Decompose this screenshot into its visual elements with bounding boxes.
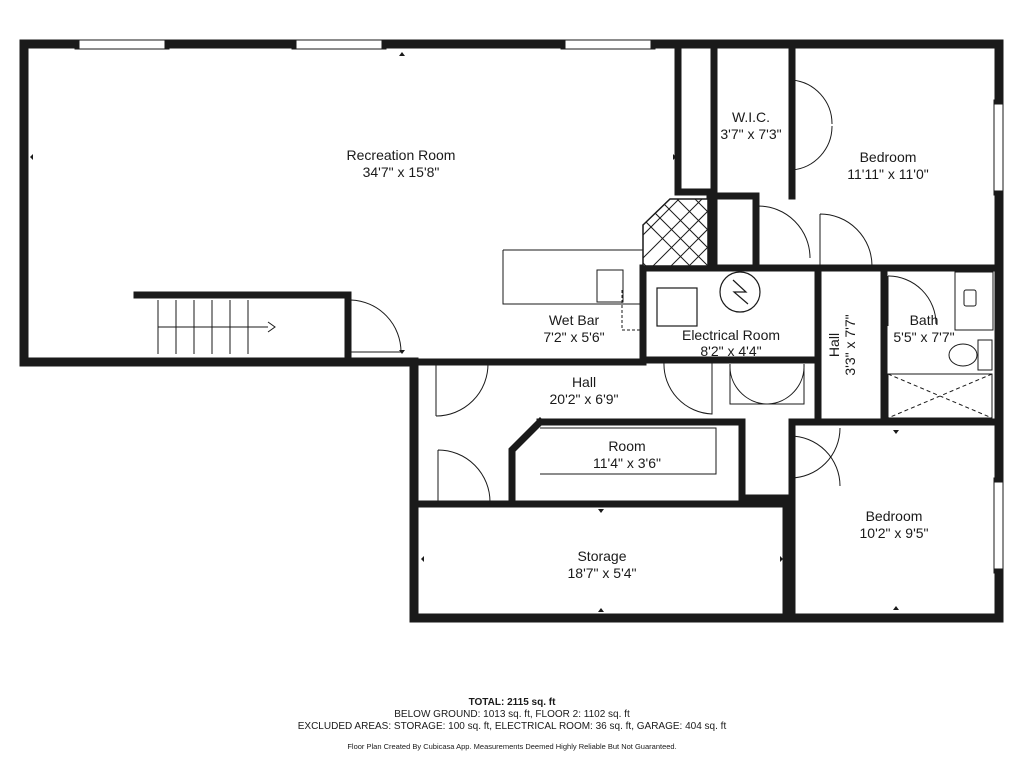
bath-fixtures (887, 271, 994, 419)
room-name: Bedroom (860, 149, 917, 165)
room-dims: 34'7" x 15'8" (363, 164, 440, 180)
walls (19, 39, 1004, 623)
room-dims: 11'4" x 3'6" (593, 455, 661, 471)
room-dims: 7'2" x 5'6" (543, 329, 604, 345)
room-dims: 11'11" x 11'0" (847, 166, 928, 182)
room-name: Wet Bar (549, 312, 600, 328)
room-name: Bath (910, 312, 939, 328)
room-dims: 3'3" x 7'7" (842, 314, 858, 375)
exterior-wall (19, 39, 1004, 623)
windows (74, 39, 1004, 574)
room-name: Hall (826, 333, 842, 357)
room-dims: 10'2" x 9'5" (860, 525, 929, 541)
room-name: Electrical Room (682, 327, 780, 343)
credit-note: Floor Plan Created By Cubicasa App. Meas… (347, 742, 677, 751)
room-name: Storage (577, 548, 626, 564)
window (993, 477, 1004, 574)
stairs (157, 300, 276, 354)
toilet (977, 339, 993, 371)
window (993, 99, 1004, 196)
shower (887, 373, 993, 419)
total-area: TOTAL: 2115 sq. ft (468, 697, 556, 708)
room-name: Room (608, 438, 645, 454)
room-dims: 20'2" x 6'9" (550, 391, 619, 407)
room-dims: 18'7" x 5'4" (568, 565, 637, 581)
room-labels: Recreation Room 34'7" x 15'8" W.I.C. 3'7… (347, 109, 955, 581)
interior-walls (414, 44, 998, 622)
electrical-panel (656, 287, 698, 327)
window (291, 39, 387, 50)
window (74, 39, 170, 50)
room-name: Recreation Room (347, 147, 456, 163)
room-name: W.I.C. (732, 109, 770, 125)
excluded-areas: EXCLUDED AREAS: STORAGE: 100 sq. ft, ELE… (297, 721, 727, 732)
floor-plan: Recreation Room 34'7" x 15'8" W.I.C. 3'7… (19, 39, 1004, 623)
sink (596, 269, 624, 303)
area-breakdown: BELOW GROUND: 1013 sq. ft, FLOOR 2: 1102… (394, 709, 630, 720)
room-dims: 3'7" x 7'3" (720, 126, 781, 142)
window (560, 39, 656, 50)
vanity (954, 271, 994, 331)
stair-wall (133, 291, 352, 362)
doors (350, 79, 937, 503)
room-dims: 8'2" x 4'4" (700, 343, 761, 359)
room-name: Bedroom (866, 508, 923, 524)
room-name: Hall (572, 374, 596, 390)
room-dims: 5'5" x 7'7" (893, 329, 954, 345)
dimension-ticks (30, 52, 899, 612)
electrical-fixtures (656, 271, 761, 327)
water-heater (719, 271, 761, 313)
